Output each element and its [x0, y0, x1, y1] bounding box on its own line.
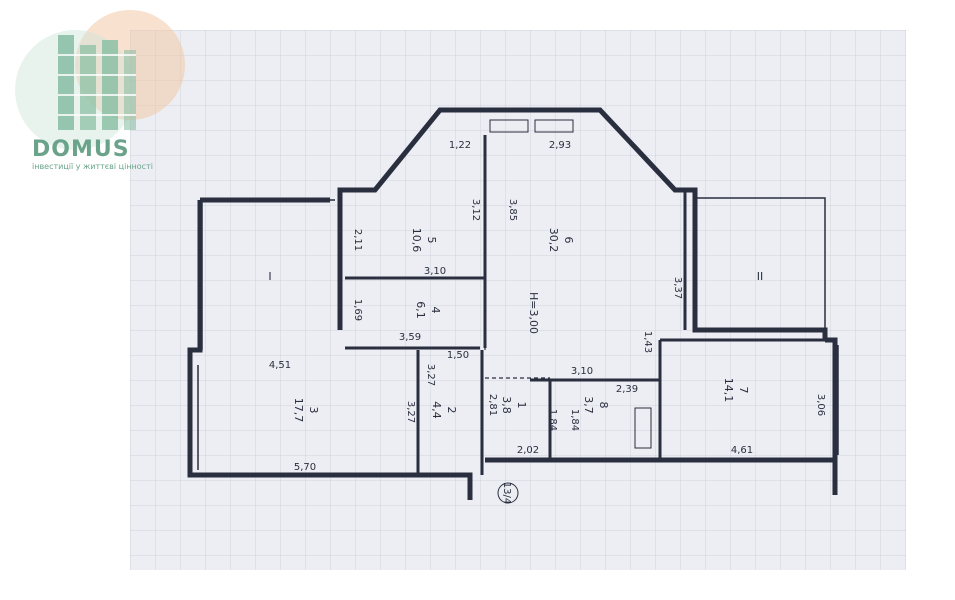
- window-top-2: [534, 119, 574, 133]
- dim-3-27-b: 3,27: [405, 401, 416, 423]
- floor-plan: I II H=3,00 13/4 5 10,6 6 30,2 4 6,1 3 1…: [187, 107, 839, 504]
- dim-1-84-a: 1,84: [547, 409, 558, 431]
- room-2-area: 4,4: [430, 401, 443, 419]
- dim-3-27-a: 3,27: [425, 364, 436, 386]
- dim-3-06: 3,06: [815, 394, 826, 416]
- room-4-number: 4: [429, 307, 442, 314]
- dim-3-59: 3,59: [399, 332, 421, 343]
- dim-3-12: 3,12: [470, 199, 481, 221]
- stamp-circle: [497, 482, 519, 504]
- room-1-area: 3,8: [500, 396, 513, 414]
- ventilation-box: [634, 407, 652, 449]
- window-top-1: [489, 119, 529, 133]
- room-7-number: 7: [737, 387, 750, 394]
- dim-4-61: 4,61: [731, 445, 753, 456]
- balcony-2-outline: [695, 197, 826, 330]
- dim-2-39: 2,39: [616, 384, 638, 395]
- dim-3-85: 3,85: [507, 199, 518, 221]
- logo-graphic: [15, 10, 185, 150]
- dim-2-11: 2,11: [352, 229, 363, 251]
- balcony-2-label: II: [757, 270, 764, 283]
- room-5-number: 5: [425, 237, 438, 244]
- dim-1-69: 1,69: [352, 299, 363, 321]
- ceiling-height: H=3,00: [527, 292, 540, 334]
- dim-3-10-a: 3,10: [424, 266, 446, 277]
- dim-5-70: 5,70: [294, 462, 316, 473]
- balcony-1-outline: [201, 199, 335, 350]
- room-6-number: 6: [562, 237, 575, 244]
- room-5-area: 10,6: [410, 228, 423, 253]
- dim-2-02: 2,02: [517, 445, 539, 456]
- floor-plan-scan: I II H=3,00 13/4 5 10,6 6 30,2 4 6,1 3 1…: [130, 30, 906, 570]
- dim-3-10-b: 3,10: [571, 366, 593, 377]
- room-8-number: 8: [597, 402, 610, 409]
- outer-wall: [187, 107, 838, 500]
- room-1-number: 1: [515, 402, 528, 409]
- dim-2-93: 2,93: [549, 140, 571, 151]
- room-3-number: 3: [307, 407, 320, 414]
- logo-tagline: інвестиції у життєві цінності: [32, 162, 153, 171]
- room-8-area: 3,7: [582, 396, 595, 414]
- dim-1-43: 1,43: [642, 331, 653, 353]
- balcony-1-label: I: [268, 270, 271, 283]
- dim-2-81: 2,81: [487, 394, 498, 416]
- room-3-area: 17,7: [292, 398, 305, 423]
- domus-logo: DOMUS інвестиції у життєві цінності: [0, 0, 190, 190]
- dim-1-22: 1,22: [449, 140, 471, 151]
- logo-brand: DOMUS: [32, 137, 130, 162]
- room-2-number: 2: [445, 407, 458, 414]
- room-7-area: 14,1: [722, 378, 735, 403]
- room-6-area: 30,2: [547, 228, 560, 253]
- dim-1-50: 1,50: [447, 350, 469, 361]
- stamp-text: 13/4: [501, 482, 512, 504]
- dim-3-37: 3,37: [672, 277, 683, 299]
- room-4-area: 6,1: [414, 301, 427, 319]
- dim-1-84-b: 1,84: [569, 409, 580, 431]
- dim-4-51: 4,51: [269, 360, 291, 371]
